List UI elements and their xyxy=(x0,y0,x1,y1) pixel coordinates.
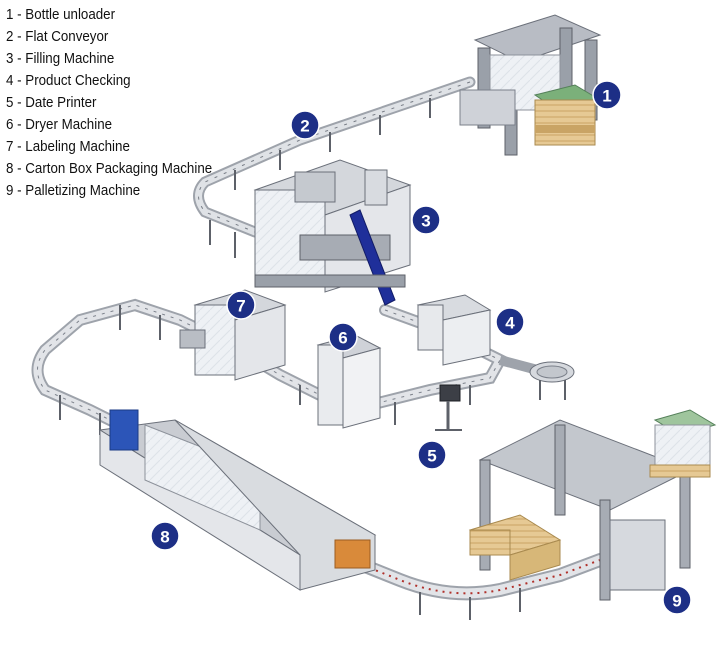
legend-item-8: 8 - Carton Box Packaging Machine xyxy=(6,161,213,177)
legend-item-3: 3 - Filling Machine xyxy=(6,51,115,67)
svg-text:5: 5 xyxy=(427,447,436,466)
badge-9: 9 xyxy=(662,585,692,615)
badge-2: 2 xyxy=(290,110,320,140)
legend-item-4: 4 - Product Checking xyxy=(6,73,131,89)
svg-text:1: 1 xyxy=(602,87,611,106)
date-printer-machine xyxy=(435,384,462,431)
badge-1: 1 xyxy=(592,80,622,110)
svg-text:6: 6 xyxy=(338,329,347,348)
flat-conveyor xyxy=(193,76,476,258)
legend-item-7: 7 - Labeling Machine xyxy=(6,139,130,155)
svg-text:2: 2 xyxy=(300,117,309,136)
palletizing-machine xyxy=(468,409,717,601)
svg-text:4: 4 xyxy=(505,314,515,333)
badge-4: 4 xyxy=(495,307,525,337)
product-checking-machine xyxy=(416,294,575,400)
svg-text:8: 8 xyxy=(160,528,169,547)
badge-6: 6 xyxy=(328,322,358,352)
bottle-unloader-machine xyxy=(459,14,602,156)
filling-machine xyxy=(253,159,412,306)
legend-item-9: 9 - Palletizing Machine xyxy=(6,183,141,199)
svg-text:3: 3 xyxy=(421,212,430,231)
badge-5: 5 xyxy=(417,440,447,470)
legend-item-2: 2 - Flat Conveyor xyxy=(6,29,109,45)
legend-item-6: 6 - Dryer Machine xyxy=(6,117,113,133)
carton-box-packaging-machine xyxy=(98,409,377,591)
svg-text:7: 7 xyxy=(236,297,245,316)
badge-3: 3 xyxy=(411,205,441,235)
legend-item-5: 5 - Date Printer xyxy=(6,95,97,111)
badge-7: 7 xyxy=(226,290,256,320)
svg-text:9: 9 xyxy=(672,592,681,611)
badge-8: 8 xyxy=(150,521,180,551)
legend-item-1: 1 - Bottle unloader xyxy=(6,7,116,23)
legend: 1 - Bottle unloader 2 - Flat Conveyor 3 … xyxy=(6,4,212,202)
